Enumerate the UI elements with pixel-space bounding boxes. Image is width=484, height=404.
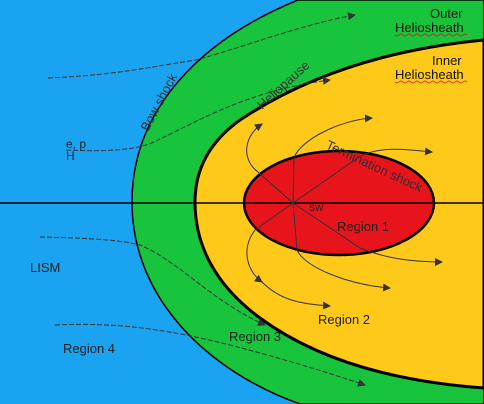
streamline bbox=[261, 281, 331, 310]
region2-label: Region 2 bbox=[318, 312, 370, 327]
lism-label: LISM bbox=[30, 260, 60, 275]
streamline bbox=[65, 76, 331, 152]
streamline bbox=[359, 247, 443, 266]
outer-heliosheath-label-line1: Outer bbox=[430, 6, 463, 21]
inner-heliosheath-label-line1: Inner bbox=[432, 53, 462, 68]
streamline bbox=[246, 229, 263, 283]
radial-ray bbox=[292, 157, 295, 204]
inner-heliosheath-label-line2: Heliosheath bbox=[395, 67, 464, 82]
streamline bbox=[293, 114, 373, 159]
region3-label: Region 3 bbox=[229, 329, 281, 344]
particles-label-line1: e, p bbox=[66, 137, 86, 151]
radial-ray bbox=[257, 171, 294, 204]
streamline bbox=[296, 249, 391, 292]
particles-label-line2: H bbox=[66, 149, 75, 163]
spellcheck-squiggle bbox=[394, 33, 468, 37]
region4-label: Region 4 bbox=[63, 341, 115, 356]
spellcheck-squiggle bbox=[394, 80, 468, 84]
streamline bbox=[358, 147, 433, 158]
streamline bbox=[39, 236, 266, 326]
radial-ray bbox=[292, 156, 360, 204]
radial-ray bbox=[292, 202, 361, 249]
sw-label: SW bbox=[309, 203, 324, 213]
radial-ray bbox=[292, 202, 298, 251]
streamline bbox=[47, 12, 356, 79]
outer-heliosheath-label-line2: Heliosheath bbox=[395, 20, 464, 35]
region1-label: Region 1 bbox=[337, 219, 389, 234]
streamline bbox=[54, 323, 366, 387]
streamline bbox=[246, 123, 263, 173]
radial-ray bbox=[254, 202, 294, 231]
